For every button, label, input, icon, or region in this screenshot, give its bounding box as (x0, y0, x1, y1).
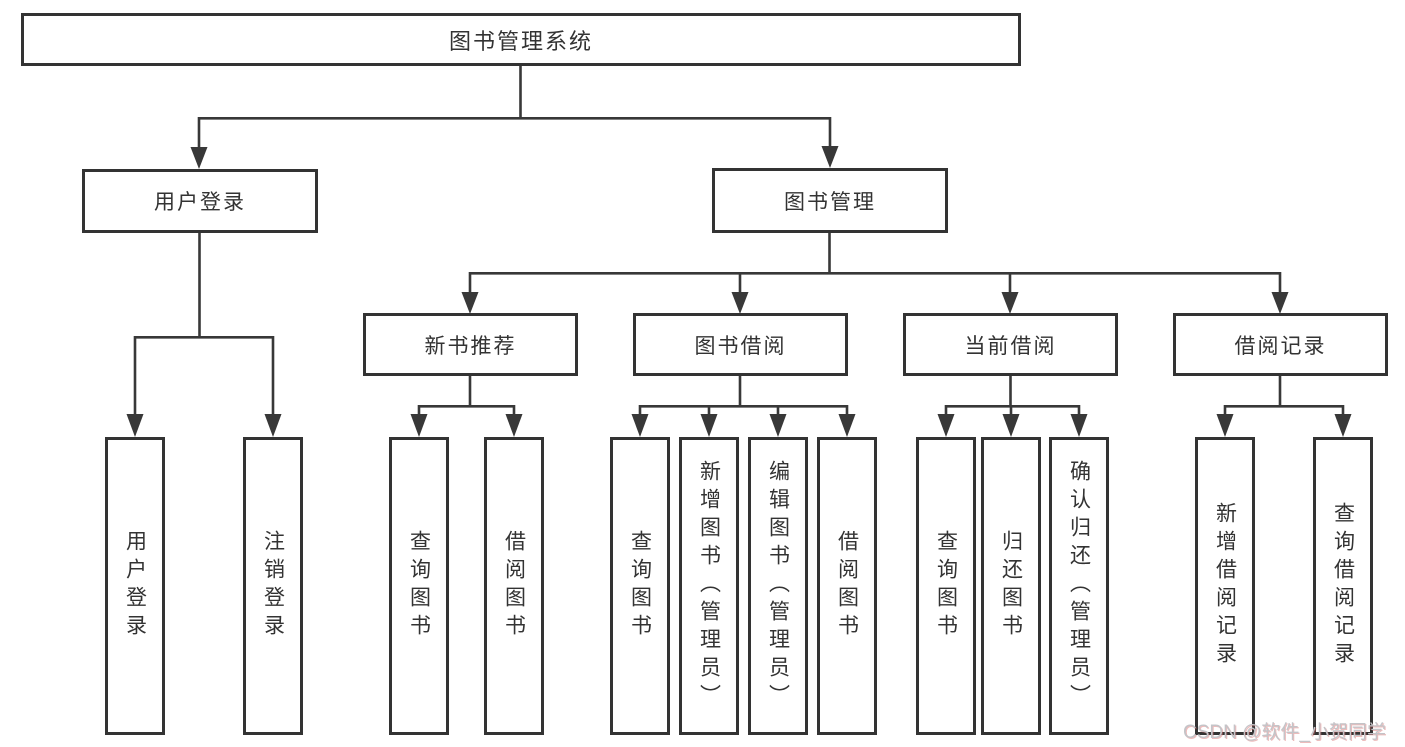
connector-new-book-split (417, 376, 516, 417)
node-current-borrow-label: 当前借阅 (964, 334, 1057, 358)
node-book-management: 图书管理 (712, 168, 948, 233)
node-root-label: 图书管理系统 (448, 28, 593, 54)
node-book-management-label: 图书管理 (784, 190, 876, 214)
connector-root-trunk (197, 64, 832, 149)
csdn-watermark: CSDN @软件_小贺同学 (1183, 722, 1386, 743)
arrowheads (126, 146, 1352, 437)
leaf-query-books-recommend: 查询图书 (389, 437, 449, 735)
node-current-borrow: 当前借阅 (903, 313, 1118, 376)
leaf-borrow-books-recommend: 借阅图书 (484, 437, 544, 735)
leaf-add-book-admin: 新增图书（管理员） (679, 437, 739, 735)
connector-book-borrow-split (638, 376, 849, 417)
node-borrow-records: 借阅记录 (1173, 313, 1388, 376)
connector-book-mgmt-split (468, 233, 1282, 294)
node-new-book-recommend-label: 新书推荐 (424, 334, 517, 358)
leaf-borrow-books-borrow: 借阅图书 (817, 437, 877, 735)
node-root: 图书管理系统 (21, 13, 1021, 66)
leaf-logout: 注销登录 (243, 437, 303, 735)
leaf-return-book: 归还图书 (981, 437, 1041, 735)
node-borrow-records-label: 借阅记录 (1234, 334, 1327, 358)
node-user-login-group: 用户登录 (82, 169, 318, 233)
connector-current-borrow-split (944, 376, 1081, 417)
leaf-edit-book-admin: 编辑图书（管理员） (748, 437, 808, 735)
leaf-query-books-borrow: 查询图书 (610, 437, 670, 735)
node-book-borrow-label: 图书借阅 (694, 334, 787, 358)
leaf-query-borrow-record: 查询借阅记录 (1313, 437, 1373, 735)
leaf-user-login: 用户登录 (105, 437, 165, 735)
node-user-login-group-label: 用户登录 (154, 191, 246, 214)
node-book-borrow: 图书借阅 (633, 313, 848, 376)
leaf-add-borrow-record: 新增借阅记录 (1195, 437, 1255, 735)
connector-user-login-split (133, 233, 275, 417)
node-new-book-recommend: 新书推荐 (363, 313, 578, 376)
leaf-confirm-return-admin: 确认归还（管理员） (1049, 437, 1109, 735)
leaf-query-books-current: 查询图书 (916, 437, 976, 735)
connector-borrow-records-split (1223, 376, 1345, 417)
